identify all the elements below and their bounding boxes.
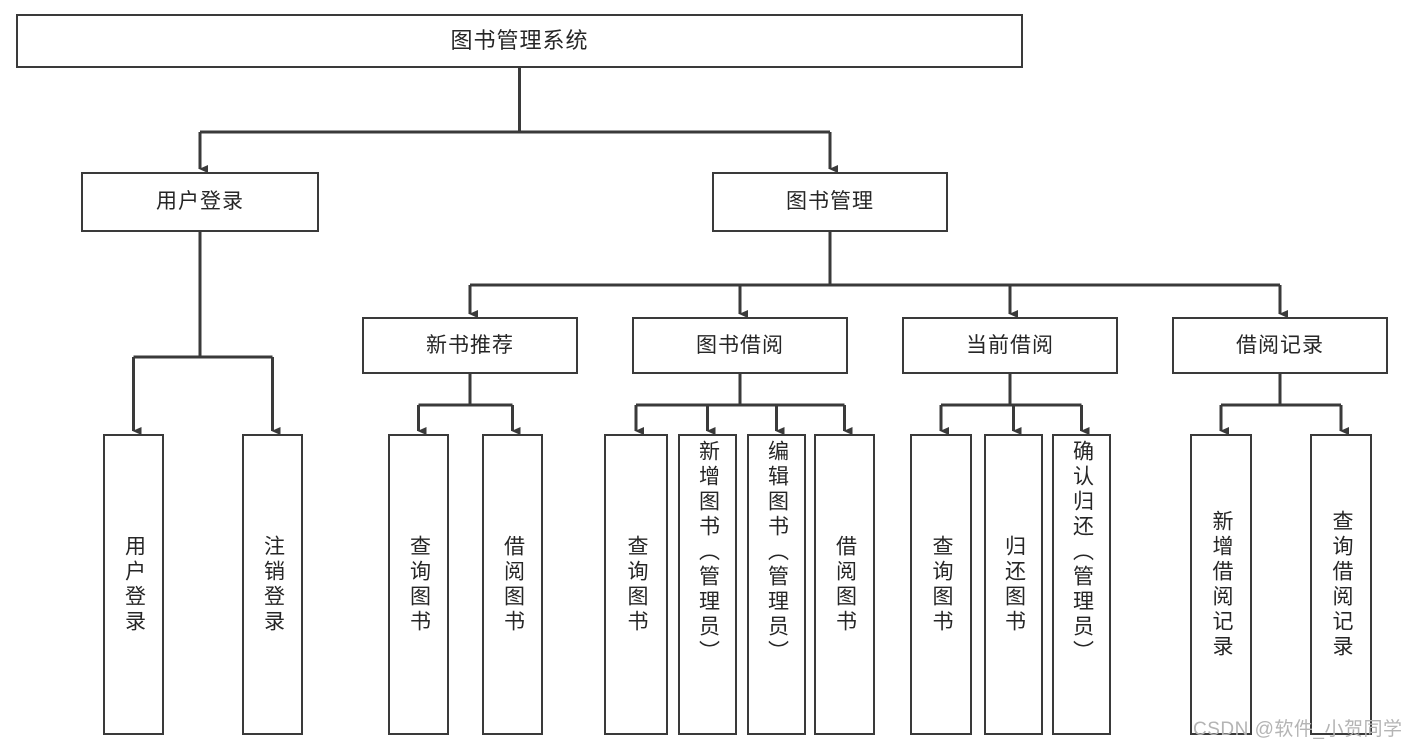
node-leaf_edit_book: 编辑图书（管理员） [747,434,806,735]
node-book_borrow: 图书借阅 [632,317,848,374]
node-leaf_logout: 注销登录 [242,434,303,735]
node-leaf_login: 用户登录 [103,434,164,735]
node-borrow_record: 借阅记录 [1172,317,1388,374]
node-leaf_return: 归还图书 [984,434,1043,735]
watermark-text: CSDN @软件_小贺同学 [1193,719,1403,740]
node-leaf_q_rec: 查询借阅记录 [1310,434,1372,735]
node-leaf_add_rec: 新增借阅记录 [1190,434,1252,735]
node-new_book_rec: 新书推荐 [362,317,578,374]
node-leaf_b_book_1: 借阅图书 [482,434,543,735]
node-book_mgmt: 图书管理 [712,172,948,232]
node-leaf_q_book_1: 查询图书 [388,434,449,735]
node-leaf_confirm: 确认归还（管理员） [1052,434,1111,735]
node-leaf_q_book_2: 查询图书 [604,434,668,735]
node-leaf_b_book_2: 借阅图书 [814,434,875,735]
node-current_borrow: 当前借阅 [902,317,1118,374]
node-leaf_q_book_3: 查询图书 [910,434,972,735]
node-user_login: 用户登录 [81,172,319,232]
edge-layer [132,68,1349,435]
node-root: 图书管理系统 [16,14,1023,68]
node-leaf_add_book: 新增图书（管理员） [678,434,737,735]
